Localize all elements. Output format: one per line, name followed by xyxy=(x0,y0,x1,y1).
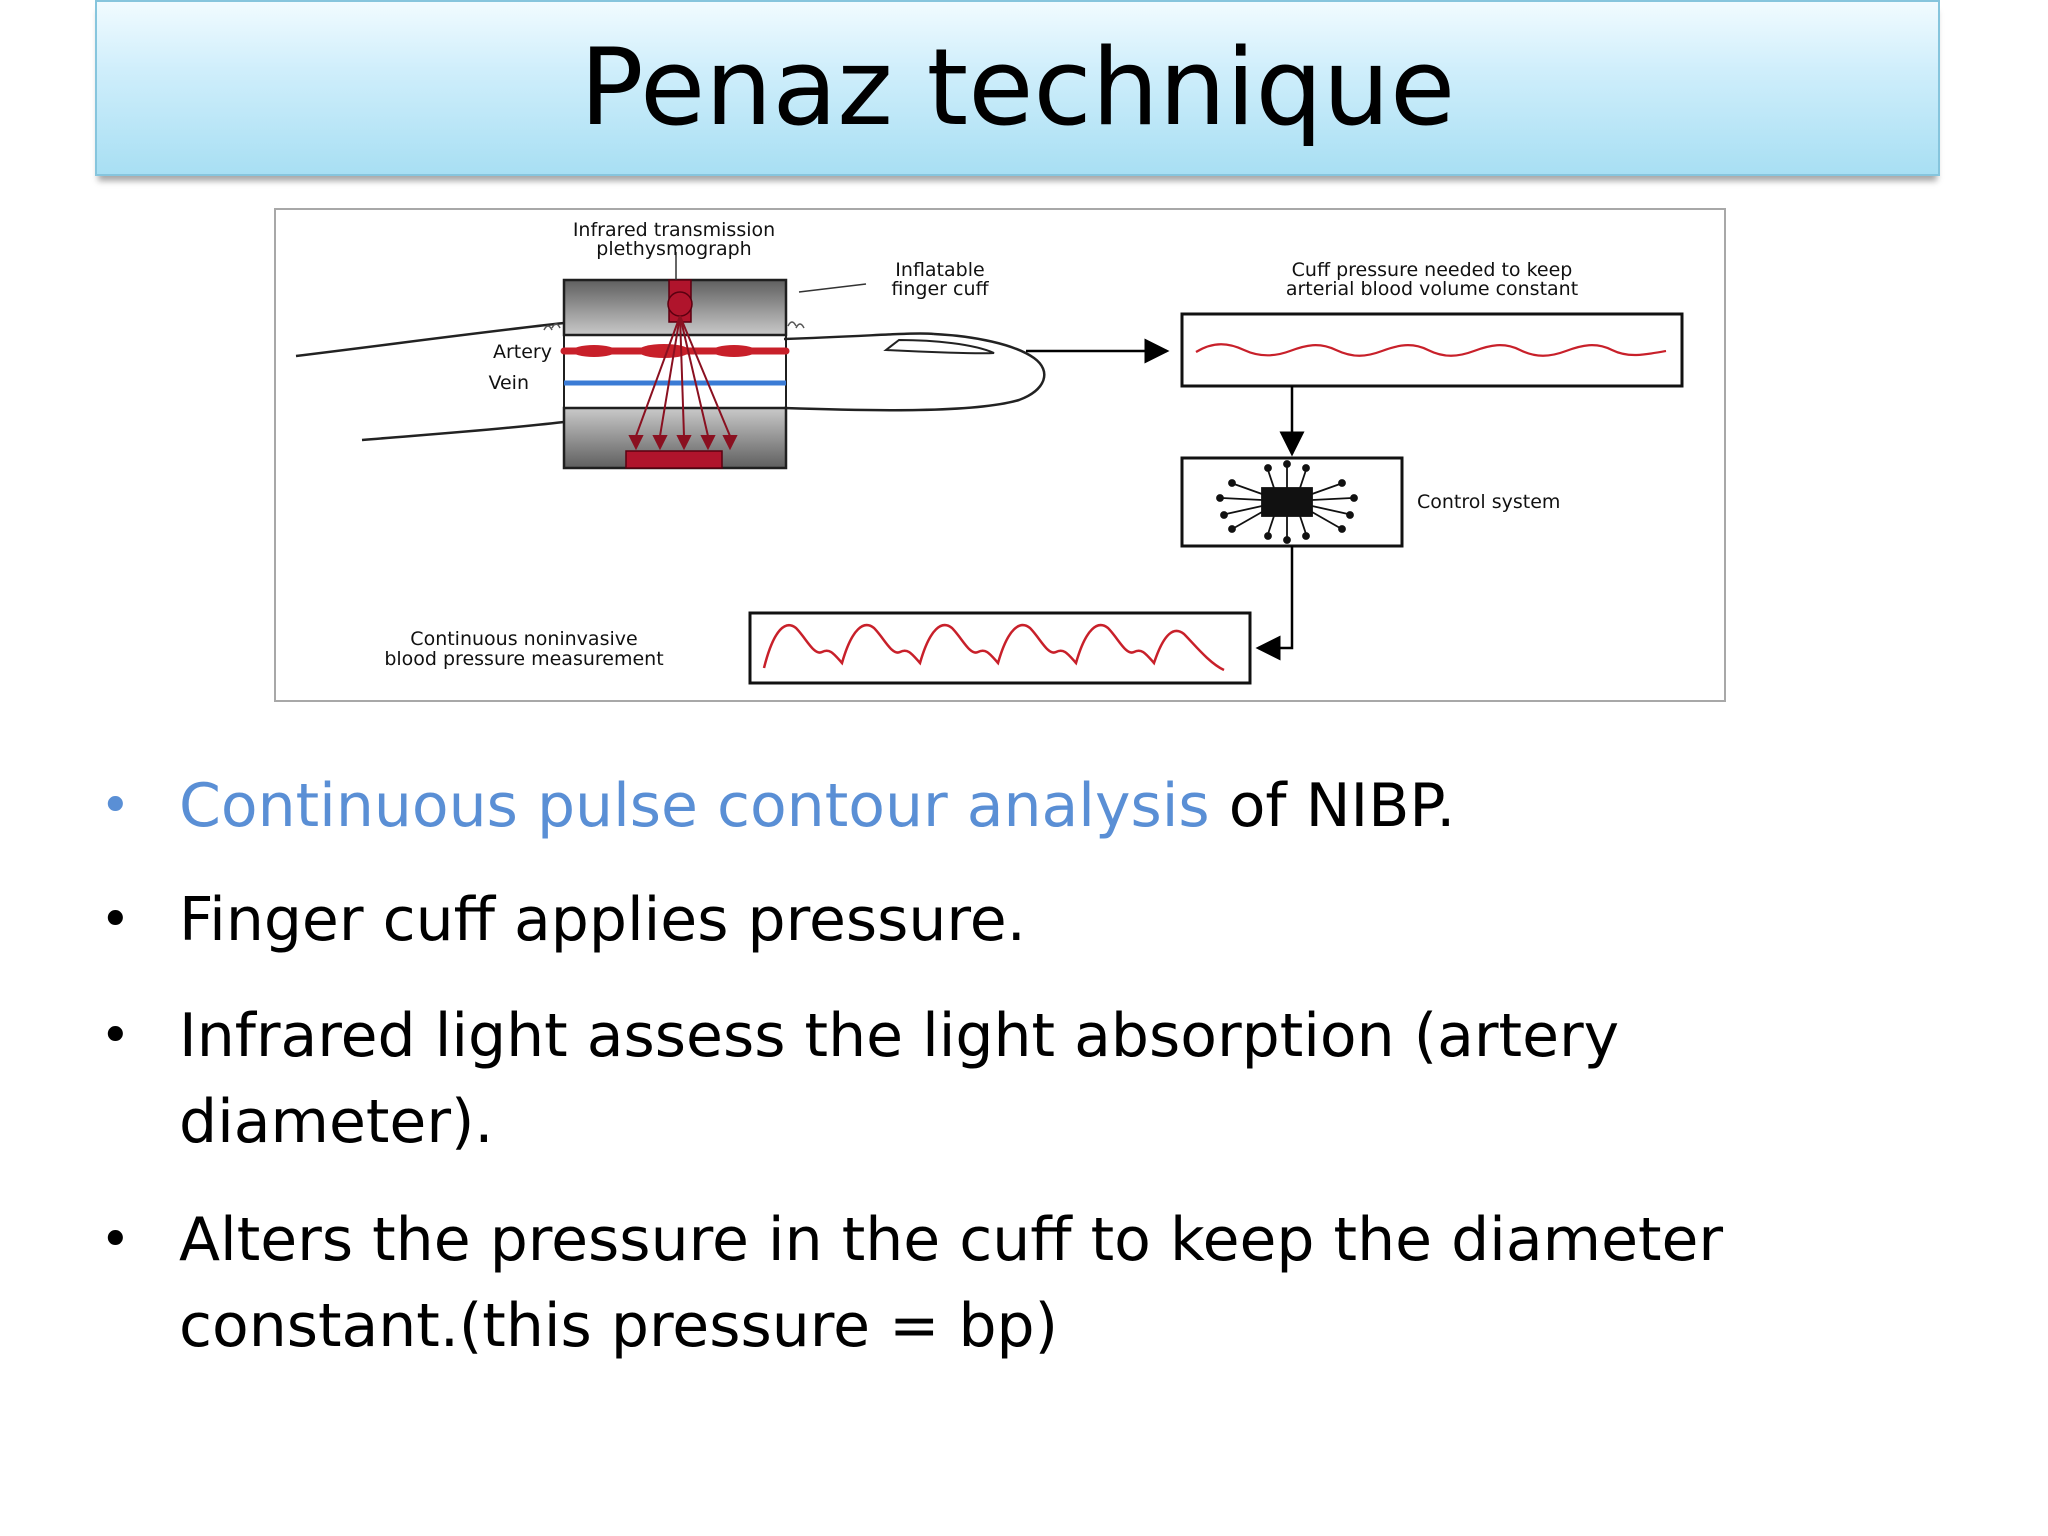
label-bp-1: Continuous noninvasive xyxy=(410,628,637,650)
cuff-pressure-waveform xyxy=(1195,343,1667,357)
label-cuff-2: finger cuff xyxy=(891,278,989,300)
fingernail xyxy=(883,338,995,355)
arrow-control-to-bp xyxy=(1255,546,1294,661)
bullet-dot-icon: • xyxy=(100,1006,131,1066)
bullet-dot-icon: • xyxy=(100,776,131,836)
label-plethysmograph-2: plethysmograph xyxy=(596,238,751,260)
label-cuff-pressure-2: arterial blood volume constant xyxy=(1286,278,1578,300)
label-artery: Artery xyxy=(493,341,552,363)
label-cuff-pressure-1: Cuff pressure needed to keep xyxy=(1292,259,1573,281)
bp-waveform xyxy=(762,623,1225,672)
bullet-item: • Continuous pulse contour analysis of NI… xyxy=(100,763,1940,849)
bp-measurement-box xyxy=(748,611,1252,685)
label-cuff-1: Inflatable xyxy=(895,259,984,281)
label-control-system: Control system xyxy=(1417,491,1560,513)
bullet-list: • Continuous pulse contour analysis of NI… xyxy=(100,763,1940,1399)
bullet-text: Infrared light assess the light absorpti… xyxy=(179,1001,1620,1157)
chip-icon xyxy=(1216,460,1358,544)
finger-top-outline xyxy=(295,321,565,358)
bullet-text: Alters the pressure in the cuff to keep … xyxy=(179,1205,1724,1361)
bullet-highlight: Continuous pulse contour analysis xyxy=(179,771,1210,841)
label-plethysmograph-1: Infrared transmission xyxy=(573,219,775,241)
bullet-dot-icon: • xyxy=(100,1210,131,1270)
fingertip-outline xyxy=(783,332,1046,412)
diagram-svg: Infrared transmission plethysmograph Inf… xyxy=(274,208,1726,702)
cuff-pressure-box xyxy=(1180,312,1684,388)
label-bp-2: blood pressure measurement xyxy=(384,648,663,670)
bullet-item: • Infrared light assess the light absorpt… xyxy=(100,993,1940,1165)
bullet-dot-icon: • xyxy=(100,890,131,950)
finger-bottom-outline xyxy=(361,420,565,442)
ir-detector xyxy=(625,450,723,469)
penaz-diagram: Infrared transmission plethysmograph Inf… xyxy=(274,208,1726,702)
light-rays xyxy=(628,315,738,451)
bullet-text: Finger cuff applies pressure. xyxy=(179,885,1026,955)
bullet-item: • Finger cuff applies pressure. xyxy=(100,877,1940,963)
bullet-text: of NIBP. xyxy=(1209,771,1456,841)
bullet-item: • Alters the pressure in the cuff to keep… xyxy=(100,1197,1940,1369)
title-banner: Penaz technique xyxy=(95,0,1940,176)
slide-title: Penaz technique xyxy=(579,26,1456,149)
label-vein: Vein xyxy=(488,372,529,394)
